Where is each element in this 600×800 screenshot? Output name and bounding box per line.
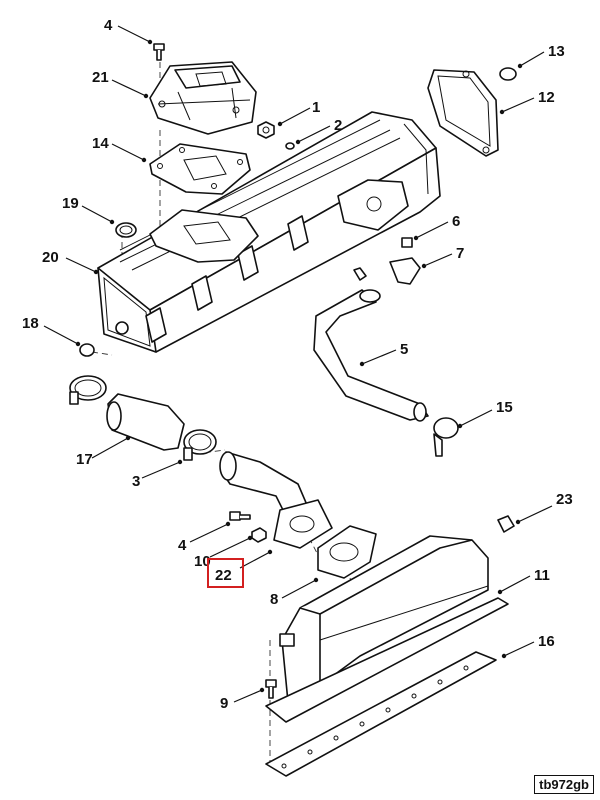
callout-19: 19 (62, 195, 79, 212)
egr-cooler-11 (265, 535, 509, 723)
callout-2: 2 (334, 117, 342, 134)
o-ring-19 (115, 222, 137, 238)
callout-3: 3 (132, 473, 140, 490)
cap-screw-9 (265, 679, 277, 699)
clamp-3-lower (183, 429, 217, 461)
plug-6 (401, 237, 413, 248)
leader-lines (43, 25, 553, 703)
callout-4-lower: 4 (178, 537, 187, 554)
callout-14: 14 (92, 135, 109, 152)
callout-23: 23 (556, 491, 573, 508)
clamp-3-upper (69, 375, 107, 405)
leader-arrowheads (75, 39, 523, 693)
nut-10 (251, 527, 267, 543)
highlight-box-callout-22 (207, 558, 244, 588)
callout-18: 18 (22, 315, 39, 332)
elbow-pipe (219, 451, 333, 549)
cap-screw-4-lower (229, 511, 251, 521)
callout-labels: 4 21 14 19 20 18 17 3 4 10 22 8 9 1 2 6 … (22, 17, 573, 712)
cover-plate-12 (427, 69, 499, 157)
callout-4-top: 4 (104, 17, 113, 34)
outlet-connector-21 (149, 61, 257, 135)
callout-10: 10 (194, 553, 211, 570)
fitting-23 (497, 515, 515, 533)
egr-cooler-housing-20 (97, 111, 441, 353)
washer-2 (285, 142, 295, 150)
fitting-7 (353, 257, 421, 285)
figure-id-label: tb972gb (534, 775, 594, 794)
gasket-14 (149, 143, 251, 195)
seal-ring-13 (499, 67, 517, 81)
cap-screw-4-top (153, 43, 165, 61)
o-ring-18 (79, 343, 95, 357)
callout-12: 12 (538, 89, 555, 106)
callout-16: 16 (538, 633, 555, 650)
tube-17 (106, 393, 185, 451)
callout-1: 1 (312, 99, 320, 116)
coolant-hose-5 (313, 289, 429, 422)
callout-20: 20 (42, 249, 59, 266)
callout-5: 5 (400, 341, 408, 358)
callout-13: 13 (548, 43, 565, 60)
callout-8: 8 (270, 591, 278, 608)
callout-17: 17 (76, 451, 93, 468)
callout-21: 21 (92, 69, 109, 86)
clamp-15 (433, 417, 459, 457)
callout-11: 11 (534, 567, 550, 584)
callout-7: 7 (456, 245, 464, 262)
callout-9: 9 (220, 695, 228, 712)
callout-15: 15 (496, 399, 513, 416)
callout-22: 22 (215, 567, 232, 584)
nut-1 (257, 121, 275, 139)
callout-6: 6 (452, 213, 460, 230)
gasket-16 (265, 651, 497, 777)
gasket-8 (317, 525, 377, 579)
